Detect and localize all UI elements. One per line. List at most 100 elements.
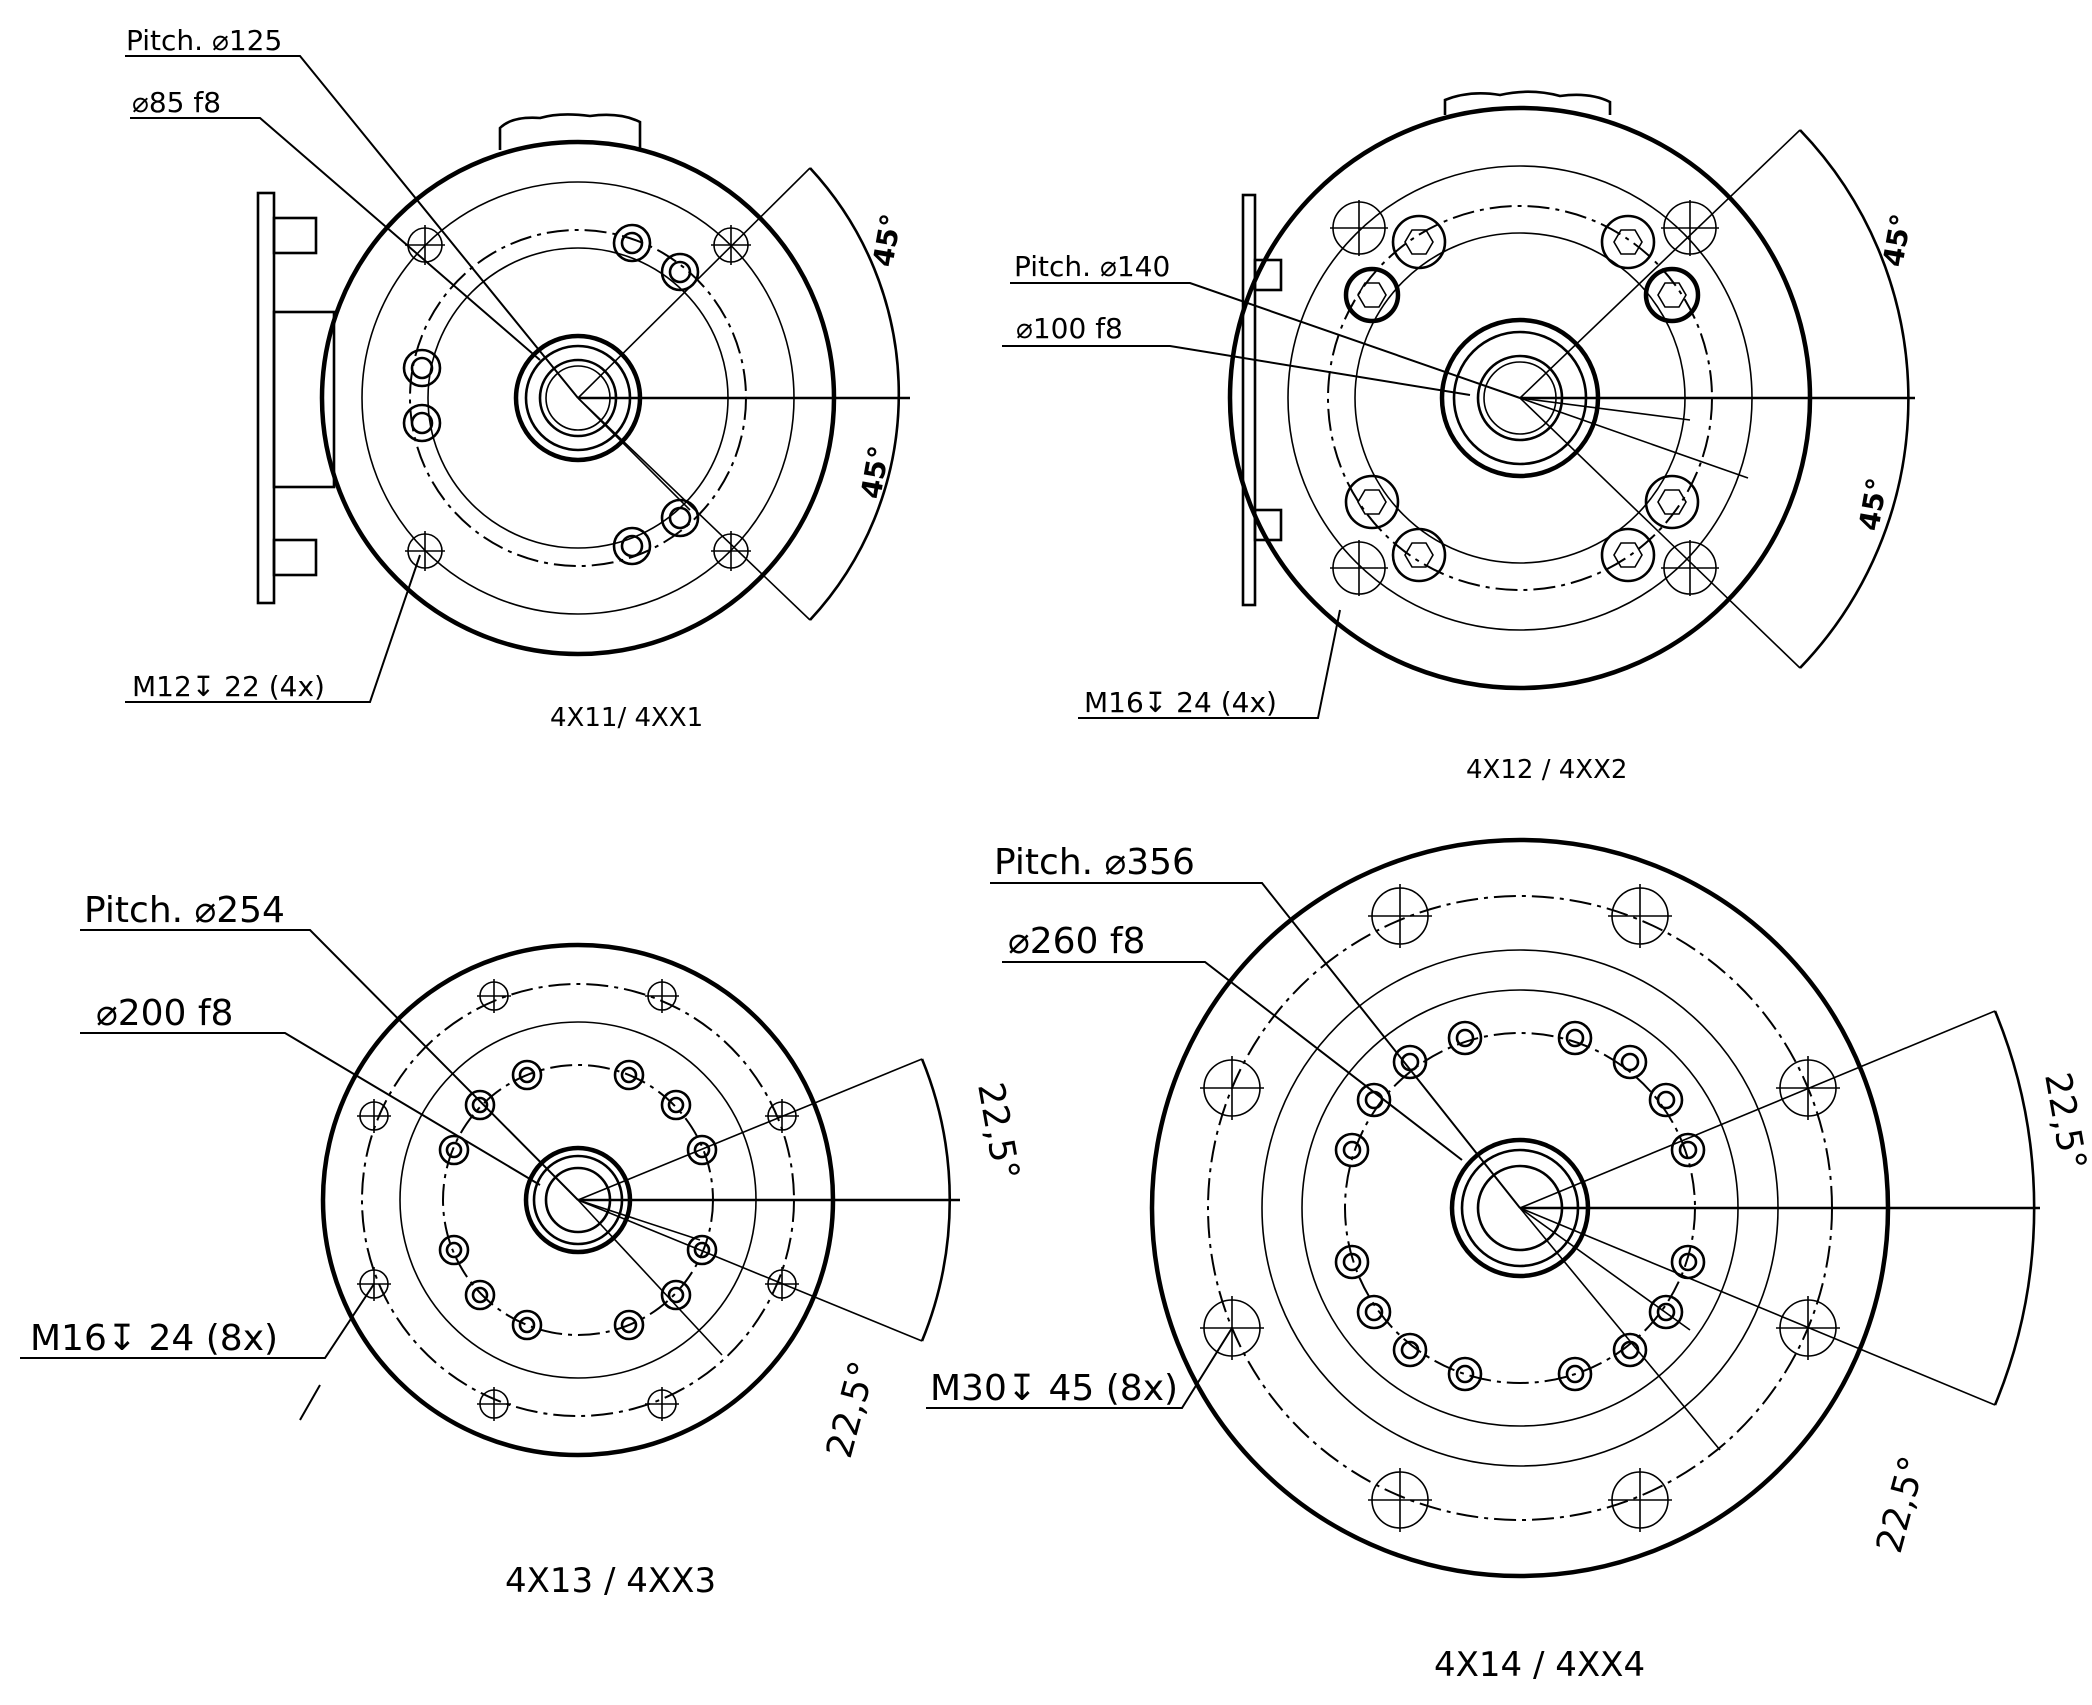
mounting-hole <box>1368 884 1432 948</box>
mounting-hole <box>1330 200 1388 256</box>
port-fitting <box>660 252 700 292</box>
view-4x11: Pitch. ⌀125 ⌀85 f8 M12↧ 22 (4x) 45° 45° … <box>125 24 910 733</box>
mounting-hole <box>1330 540 1388 596</box>
pitch-label: Pitch. ⌀140 <box>1014 250 1170 283</box>
bolt <box>1392 1044 1428 1080</box>
mounting-bracket <box>256 191 336 605</box>
view-4x14: Pitch. ⌀356 ⌀260 f8 M30↧ 45 (8x) 22,5° 2… <box>926 837 2092 1685</box>
mounting-hole <box>711 225 751 265</box>
bolt <box>660 1279 692 1311</box>
angle-arc <box>1993 1010 2036 1406</box>
top-fitting <box>498 113 642 150</box>
hex-bolt <box>1644 474 1700 530</box>
thread-leader <box>20 1283 375 1359</box>
mounting-hole <box>405 225 445 265</box>
fit-leader <box>80 1032 541 1186</box>
mounting-hole <box>1661 540 1719 596</box>
angle-label: 45° <box>866 211 908 269</box>
pitch-leader <box>80 929 579 1201</box>
fit-label: ⌀200 f8 <box>96 993 233 1034</box>
hex-bolt <box>1600 527 1656 583</box>
bolt <box>464 1089 496 1121</box>
view-caption: 4X13 / 4XX3 <box>505 1561 716 1601</box>
bolt <box>660 1089 692 1121</box>
port-fitting <box>612 223 652 263</box>
mounting-hole <box>477 1387 511 1421</box>
thread-label: M30↧ 45 (8x) <box>930 1368 1178 1409</box>
bolt <box>438 1134 470 1166</box>
mounting-hole <box>405 531 445 571</box>
view-4x12: Pitch. ⌀140 ⌀100 f8 M16↧ 24 (4x) 45° 45°… <box>1002 90 1918 785</box>
mounting-hole <box>645 1387 679 1421</box>
view-4x13: Pitch. ⌀254 ⌀200 f8 M16↧ 24 (8x) 22,5° 2… <box>20 890 1027 1601</box>
fit-label: ⌀100 f8 <box>1016 312 1123 345</box>
mounting-hole <box>711 531 751 571</box>
hex-bolt <box>1643 266 1701 324</box>
thread-leader <box>125 554 421 703</box>
mounting-hole <box>357 1099 391 1133</box>
bolt <box>686 1134 718 1166</box>
angle-label: 22,5° <box>1869 1452 1934 1557</box>
hex-bolt <box>1343 266 1401 324</box>
angle-label: 45° <box>1876 211 1918 269</box>
mounting-hole <box>1608 884 1672 948</box>
angle-label: 22,5° <box>2036 1069 2092 1173</box>
port-fitting <box>402 348 442 388</box>
hex-bolt <box>1600 214 1656 270</box>
bolt <box>511 1059 543 1091</box>
thread-leader <box>1078 609 1341 719</box>
hex-bolt <box>1391 214 1447 270</box>
pitch-label: Pitch. ⌀125 <box>126 24 282 57</box>
pitch-label: Pitch. ⌀356 <box>994 842 1195 883</box>
bolt <box>1447 1020 1483 1056</box>
bolt <box>1334 1244 1370 1280</box>
mounting-hole <box>477 979 511 1013</box>
port-fitting <box>402 403 442 443</box>
thread-leader <box>926 1327 1233 1409</box>
bolt <box>1447 1356 1483 1392</box>
bolt <box>1648 1294 1684 1330</box>
fit-leader <box>1002 345 1471 396</box>
bolt <box>613 1059 645 1091</box>
pitch-leader <box>125 55 579 399</box>
port-fitting <box>612 526 652 566</box>
bolt <box>613 1309 645 1341</box>
bolt <box>1392 1332 1428 1368</box>
bolt <box>686 1234 718 1266</box>
mounting-hole <box>1608 1468 1672 1532</box>
angle-arc <box>920 1058 952 1342</box>
fit-label: ⌀260 f8 <box>1008 921 1145 962</box>
hex-bolt <box>1344 474 1400 530</box>
angle-label: 45° <box>854 443 896 501</box>
fit-leader <box>130 117 541 361</box>
pitch-leader <box>1010 282 1521 399</box>
view-caption: 4X12 / 4XX2 <box>1466 755 1627 785</box>
bolt <box>1612 1044 1648 1080</box>
view-caption: 4X14 / 4XX4 <box>1434 1645 1645 1685</box>
bolt <box>1612 1332 1648 1368</box>
mounting-hole <box>1661 200 1719 256</box>
thread-label: M12↧ 22 (4x) <box>132 670 325 703</box>
angle-label: 22,5° <box>969 1079 1026 1183</box>
bolt <box>1334 1132 1370 1168</box>
pitch-leader <box>990 882 1521 1209</box>
bolt <box>511 1309 543 1341</box>
hex-bolt <box>1391 527 1447 583</box>
pitch-label: Pitch. ⌀254 <box>84 890 285 931</box>
bolt <box>1557 1020 1593 1056</box>
angle-label: 22,5° <box>819 1357 884 1462</box>
bolt <box>438 1234 470 1266</box>
mounting-hole <box>1368 1468 1432 1532</box>
top-fitting <box>1443 90 1612 115</box>
bolt <box>1557 1356 1593 1392</box>
view-caption: 4X11/ 4XX1 <box>550 703 703 733</box>
angle-arc <box>809 167 901 621</box>
thread-label: M16↧ 24 (8x) <box>30 1318 278 1359</box>
mounting-bracket <box>1241 193 1283 607</box>
bolt <box>1356 1294 1392 1330</box>
mounting-hole <box>1200 1056 1264 1120</box>
mounting-hole <box>645 979 679 1013</box>
bolt <box>1670 1132 1706 1168</box>
fit-leader <box>1002 961 1463 1161</box>
